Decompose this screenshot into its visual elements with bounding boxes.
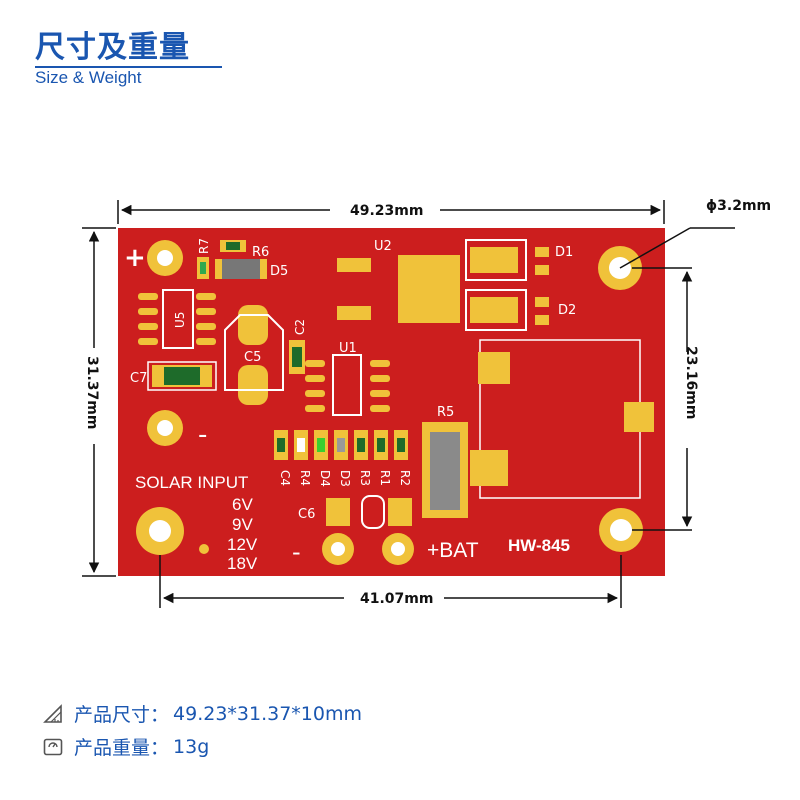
d2-label: D2 <box>558 303 576 318</box>
c4-label: C4 <box>278 470 292 486</box>
u1-label: U1 <box>339 341 357 356</box>
d1-diode <box>465 239 549 281</box>
voltage-6v: 6V <box>232 495 253 514</box>
inductor-footprint <box>478 339 654 499</box>
r7-label: R7 <box>197 238 211 254</box>
d3-label: D3 <box>338 470 352 487</box>
d1-label: D1 <box>555 245 573 260</box>
bat-label: +BAT <box>427 539 479 562</box>
d2-diode <box>465 289 549 331</box>
voltage-9v: 9V <box>232 515 253 534</box>
u1-chip <box>305 354 390 416</box>
spec-size-label: 产品尺寸： <box>74 704 170 726</box>
r3-label: R3 <box>358 470 372 486</box>
c6-capacitor <box>326 495 412 529</box>
scale-icon <box>42 736 64 758</box>
d5-label: D5 <box>270 264 288 279</box>
spec-weight-value: 13g <box>173 735 210 758</box>
smd-row <box>274 430 408 460</box>
solar-minus-pad <box>147 410 183 446</box>
voltage-18v: 18V <box>227 554 258 573</box>
mounting-hole-bottom-right <box>599 508 643 552</box>
u2-chip <box>337 255 460 323</box>
solar-input-label: SOLAR INPUT <box>135 473 248 492</box>
u5-chip <box>138 289 216 349</box>
minus-label: - <box>198 420 207 450</box>
c5-label: C5 <box>244 350 261 365</box>
bat-minus-pad <box>322 533 354 565</box>
r5-resistor <box>422 422 508 518</box>
section-title: 尺寸及重量 <box>35 30 190 65</box>
height-value: 31.37mm <box>84 356 100 429</box>
c5-capacitor <box>224 305 284 405</box>
c7-label: C7 <box>130 371 147 386</box>
solar-plus-pad <box>147 240 183 276</box>
voltage-12v: 12V <box>227 535 258 554</box>
plus-label: + <box>124 243 146 273</box>
bat-plus-pad <box>382 533 414 565</box>
ruler-triangle-icon <box>42 703 64 725</box>
u5-label: U5 <box>173 312 187 328</box>
spec-size-value: 49.23*31.37*10mm <box>173 702 362 725</box>
r6-label: R6 <box>252 245 269 260</box>
c2-label: C2 <box>293 319 307 335</box>
r5-label: R5 <box>437 405 454 420</box>
hole-diameter-leader <box>619 227 691 269</box>
d4-label: D4 <box>318 470 332 487</box>
r2-label: R2 <box>398 470 412 486</box>
hole-spacing-y-value: 23.16mm <box>683 346 699 419</box>
via <box>199 544 209 554</box>
spec-weight-label: 产品重量： <box>74 737 170 759</box>
smd-row-labels: C4 R4 D4 D3 R3 R1 R2 <box>278 470 412 487</box>
r1-label: R1 <box>378 470 392 486</box>
solar-input-hole <box>136 507 184 555</box>
spec-weight-row: 产品重量： 13g <box>42 733 209 760</box>
width-value: 49.23mm <box>350 203 423 219</box>
title-underline <box>35 66 222 68</box>
hole-diameter-value: ϕ3.2mm <box>706 198 771 214</box>
u2-label: U2 <box>374 239 392 254</box>
bat-minus-label: - <box>292 538 301 566</box>
section-subtitle: Size & Weight <box>35 68 142 87</box>
r4-label: R4 <box>298 470 312 486</box>
hole-spacing-x-value: 41.07mm <box>360 591 433 607</box>
spec-size-row: 产品尺寸： 49.23*31.37*10mm <box>42 700 362 727</box>
model-label: HW-845 <box>508 536 570 555</box>
c6-label: C6 <box>298 507 315 522</box>
